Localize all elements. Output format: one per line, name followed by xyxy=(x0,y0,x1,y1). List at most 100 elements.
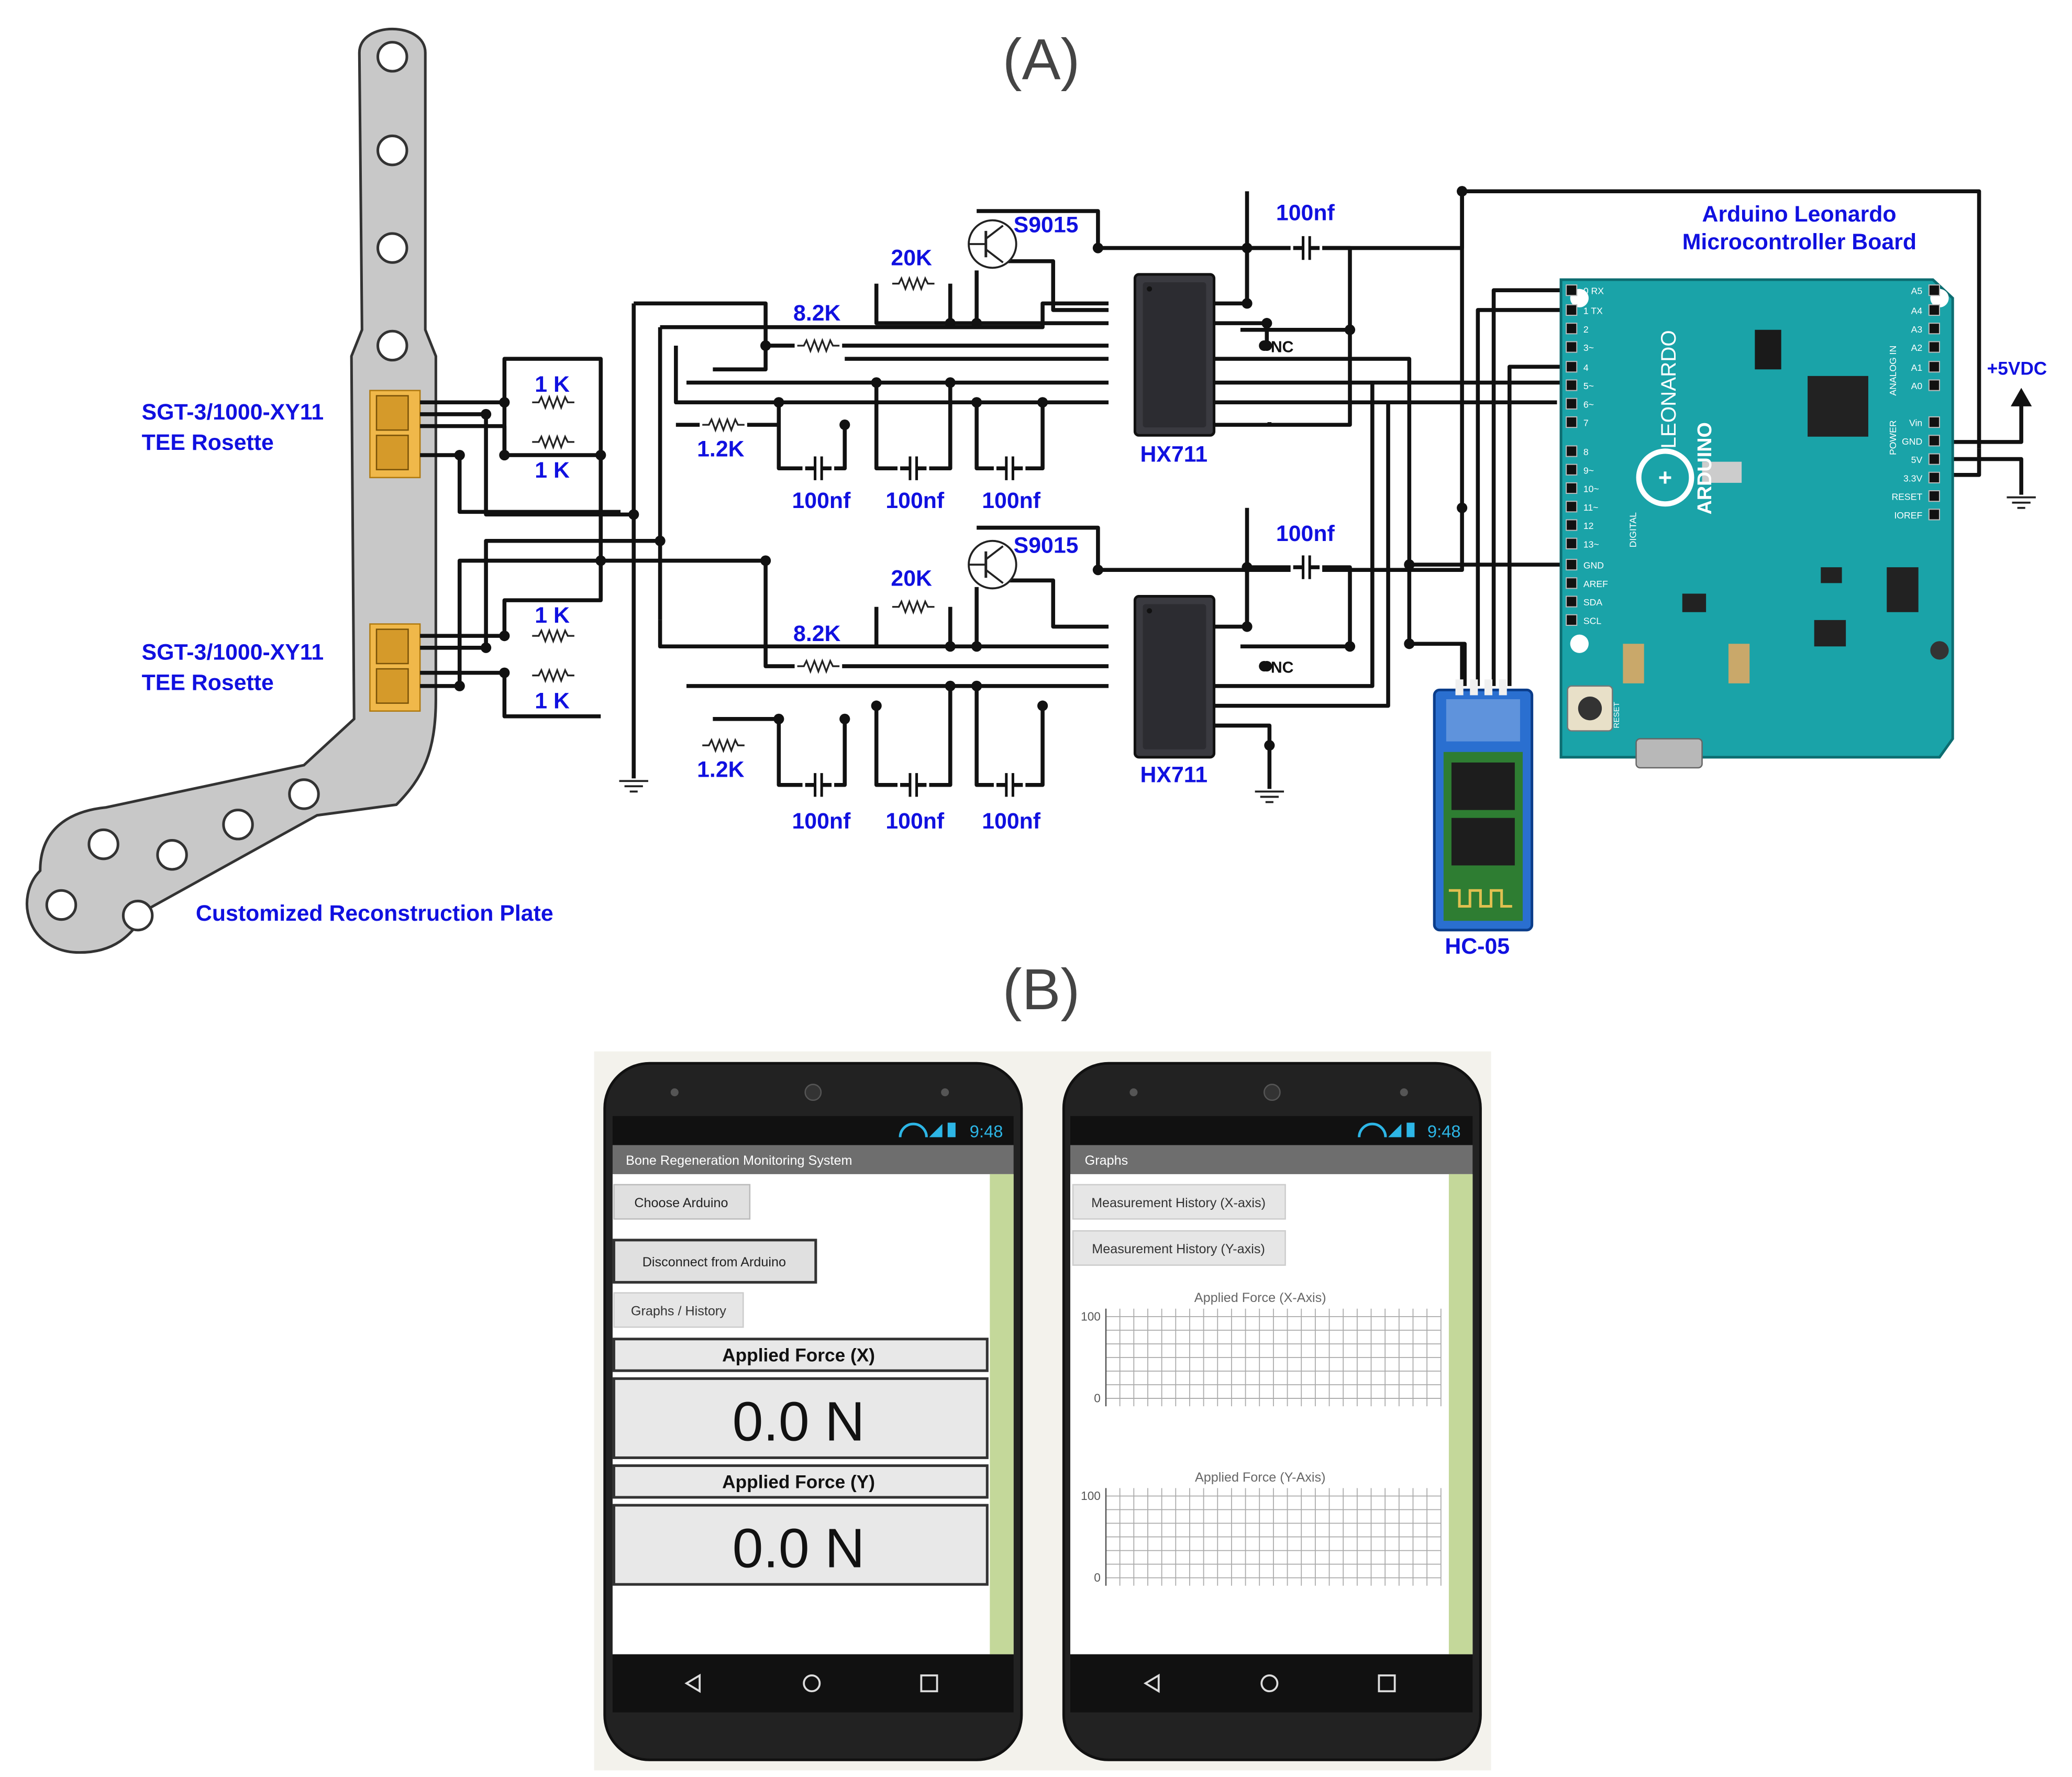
digital-pin-label: 9~ xyxy=(1583,465,1594,476)
force-x-label: Applied Force (X) xyxy=(722,1345,875,1366)
nav-recents-icon[interactable] xyxy=(920,1674,938,1693)
y-tick-label: 100 xyxy=(1081,1489,1101,1503)
digital-pin-label: 0 RX xyxy=(1583,286,1604,296)
graphs-history-button[interactable] xyxy=(613,1292,744,1328)
force-x-value-box xyxy=(612,1377,989,1459)
digital-pin-label: 7 xyxy=(1583,418,1589,428)
digital-pin xyxy=(1566,304,1578,316)
digital-pin xyxy=(1566,341,1578,353)
force-x-value: 0.0 N xyxy=(733,1391,865,1453)
nav-recents-icon[interactable] xyxy=(1378,1674,1396,1693)
analog-pin xyxy=(1928,471,1940,483)
analog-pin xyxy=(1928,435,1940,447)
digital-pin-label: 4 xyxy=(1583,362,1589,373)
label-cap-b1: 100nf xyxy=(792,809,851,834)
app-bar-1 xyxy=(612,1145,1014,1174)
board-reset: RESET xyxy=(1612,702,1621,728)
wire-junctions xyxy=(454,186,1468,751)
digital-pin-label: 6~ xyxy=(1583,399,1594,410)
hc05-module xyxy=(1433,679,1534,932)
analog-pin-label: RESET xyxy=(1891,492,1922,502)
chart-applied-force-x: Applied Force (X-Axis)1000 xyxy=(1081,1290,1442,1407)
analog-pin-label: 3.3V xyxy=(1903,473,1923,483)
digital-pin xyxy=(1566,379,1578,391)
capacitors xyxy=(802,235,1323,798)
analog-pin-label: A0 xyxy=(1911,381,1923,391)
label-1k-b: 1 K xyxy=(535,458,570,483)
digital-pin xyxy=(1566,445,1578,457)
scroll-strip-1 xyxy=(990,1174,1014,1654)
digital-pin-label: GND xyxy=(1583,560,1604,571)
label-hc05: HC-05 xyxy=(1445,934,1510,959)
hx711-chip-2 xyxy=(1133,595,1216,759)
arduino-title-1: Arduino Leonardo xyxy=(1702,202,1897,227)
label-cap-a3: 100nf xyxy=(982,488,1041,513)
wifi-icon xyxy=(899,1122,928,1138)
app-title-2: Graphs xyxy=(1085,1153,1128,1168)
rosette-2-line2: TEE Rosette xyxy=(142,670,274,695)
label-hx711-a: HX711 xyxy=(1140,442,1207,467)
digital-pin xyxy=(1566,482,1578,494)
digital-pin xyxy=(1566,559,1578,571)
panel-b: (B) 9:48 Bone Regeneration Monitoring Sy… xyxy=(594,957,1491,1771)
phone-main: 9:48 Bone Regeneration Monitoring System… xyxy=(603,1062,1023,1761)
arduino-board: + ARDUINO LEONARDO DIGITAL ANALOG IN POW… xyxy=(1559,278,1954,769)
strain-gauge-2 xyxy=(369,623,421,712)
label-20k-b: 20K xyxy=(891,566,932,591)
label-8k2-a: 8.2K xyxy=(793,301,841,326)
wifi-icon xyxy=(1358,1122,1387,1138)
digital-pin-label: AREF xyxy=(1583,579,1608,589)
transistor-1 xyxy=(969,220,1016,268)
analog-pin xyxy=(1928,341,1940,353)
analog-pin-label: A3 xyxy=(1911,324,1923,335)
app-title-1: Bone Regeneration Monitoring System xyxy=(626,1153,852,1168)
nav-back-icon[interactable] xyxy=(1143,1673,1160,1693)
history-x-button[interactable] xyxy=(1072,1184,1286,1220)
history-y-label: Measurement History (Y-axis) xyxy=(1092,1242,1265,1256)
label-1k-d: 1 K xyxy=(535,689,570,714)
analog-pin xyxy=(1928,416,1940,428)
analog-pin-label: IOREF xyxy=(1894,510,1922,521)
digital-pin-label: 3~ xyxy=(1583,343,1594,353)
chart-title: Applied Force (Y-Axis) xyxy=(1195,1470,1325,1485)
disconnect-label: Disconnect from Arduino xyxy=(642,1255,786,1270)
label-1k-a: 1 K xyxy=(535,372,570,397)
analog-pin xyxy=(1928,284,1940,296)
analog-pin-label: A1 xyxy=(1911,362,1923,373)
digital-pin-label: 1 TX xyxy=(1583,306,1603,316)
force-y-label: Applied Force (Y) xyxy=(722,1472,875,1492)
digital-pin xyxy=(1566,398,1578,410)
disconnect-button[interactable] xyxy=(612,1239,817,1284)
digital-pin-label: 8 xyxy=(1583,447,1589,457)
label-cap-b3: 100nf xyxy=(982,809,1041,834)
graphs-history-label: Graphs / History xyxy=(631,1304,726,1318)
label-cap-b2: 100nf xyxy=(885,809,945,834)
nav-home-icon[interactable] xyxy=(803,1674,821,1693)
label-1k-c: 1 K xyxy=(535,603,570,628)
choose-arduino-button[interactable] xyxy=(613,1184,751,1220)
digital-pin xyxy=(1566,361,1578,373)
digital-pin-label: SDA xyxy=(1583,597,1602,608)
label-s9015-b: S9015 xyxy=(1014,533,1079,558)
history-x-label: Measurement History (X-axis) xyxy=(1091,1196,1266,1210)
digital-pin xyxy=(1566,463,1578,476)
board-model: LEONARDO xyxy=(1657,330,1680,448)
label-hx711-b: HX711 xyxy=(1140,763,1207,788)
history-y-button[interactable] xyxy=(1072,1230,1286,1266)
nav-home-icon[interactable] xyxy=(1260,1674,1279,1693)
label-cap-top-a: 100nf xyxy=(1276,201,1335,226)
y-tick-label: 100 xyxy=(1081,1309,1101,1323)
digital-pin xyxy=(1566,577,1578,589)
nav-back-icon[interactable] xyxy=(684,1673,701,1693)
digital-pin-label: 10~ xyxy=(1583,484,1599,494)
rosette-1-line2: TEE Rosette xyxy=(142,430,274,455)
label-5vdc: +5VDC xyxy=(1987,358,2047,379)
digital-pin-label: 12 xyxy=(1583,521,1594,531)
signal-icon xyxy=(1388,1124,1402,1138)
digital-pin-label: 11~ xyxy=(1583,502,1599,513)
force-y-label-box xyxy=(612,1464,989,1499)
digital-pin xyxy=(1566,284,1578,296)
label-nc-b: NC xyxy=(1271,659,1294,677)
